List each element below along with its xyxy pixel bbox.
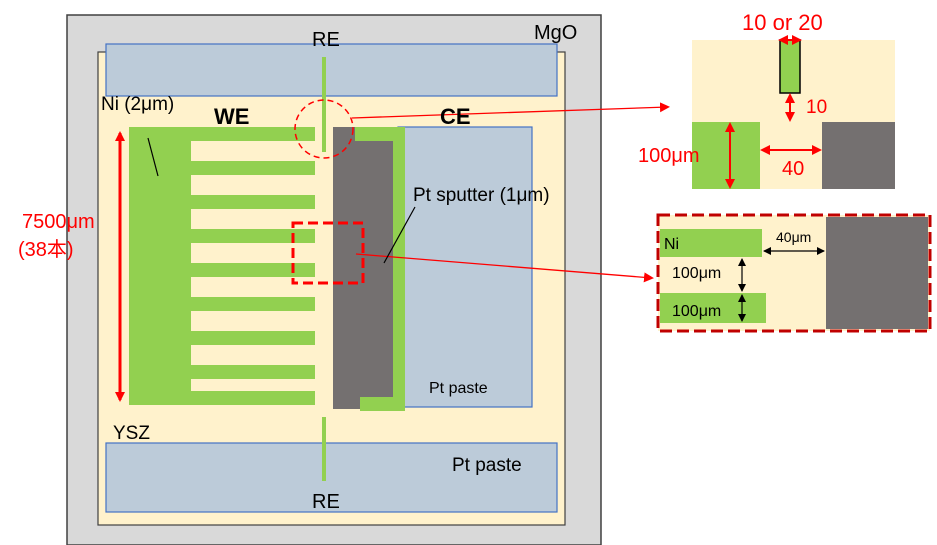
highlight-ellipse <box>294 99 354 159</box>
ref-width-label: 10 or 20 <box>742 10 823 35</box>
gap-label: 40 <box>782 158 804 180</box>
leader-top <box>351 102 670 119</box>
mgo-label: MgO <box>534 22 577 44</box>
detail-top-ni-finger <box>692 122 760 189</box>
highlight-rect <box>291 221 365 285</box>
ni-working-electrode <box>129 127 315 405</box>
detail-top-pt-block <box>822 122 895 189</box>
pt-paste-bottom <box>105 442 558 513</box>
detail-mid-frame <box>656 213 932 333</box>
ref-gap-label: 10 <box>806 97 827 118</box>
re-top-label: RE <box>312 29 340 51</box>
leader-mid <box>355 253 654 283</box>
mid-spacing-label: 100μm <box>672 265 721 282</box>
pt-sputter-label: Pt sputter (1μm) <box>413 185 550 206</box>
detail-mid-ni-finger-top <box>660 229 762 257</box>
detail-top-re-finger <box>779 39 801 94</box>
count-label: (38本) <box>18 238 74 261</box>
we-label: WE <box>214 104 249 129</box>
re-bottom-label: RE <box>312 491 340 513</box>
mid-gap-label: 40μm <box>776 229 811 245</box>
finger-label: 100μm <box>638 145 700 167</box>
pt-paste-top <box>105 43 558 97</box>
detail-mid-pt-block <box>826 217 928 329</box>
mid-ni-label: Ni <box>664 236 679 253</box>
mid-finger-label: 100μm <box>672 303 721 320</box>
ni-label: Ni (2μm) <box>101 94 174 115</box>
re-line-bottom <box>322 417 326 481</box>
detail-mid-ni-finger-bottom <box>660 293 766 323</box>
re-line-top <box>322 57 326 152</box>
ysz-label: YSZ <box>113 423 150 444</box>
pt-paste-bottom-label: Pt paste <box>452 455 522 476</box>
length-label: 7500μm <box>22 211 95 233</box>
ce-label: CE <box>440 104 471 129</box>
ni-leader <box>147 137 159 177</box>
detail-top: 10 or 20 10 100μm 40 <box>638 10 895 189</box>
detail-mid: Ni 40μm 100μm 100μm <box>656 213 932 333</box>
pt-paste-right-label: Pt paste <box>429 380 488 397</box>
pt-sputter-leader <box>383 206 416 264</box>
